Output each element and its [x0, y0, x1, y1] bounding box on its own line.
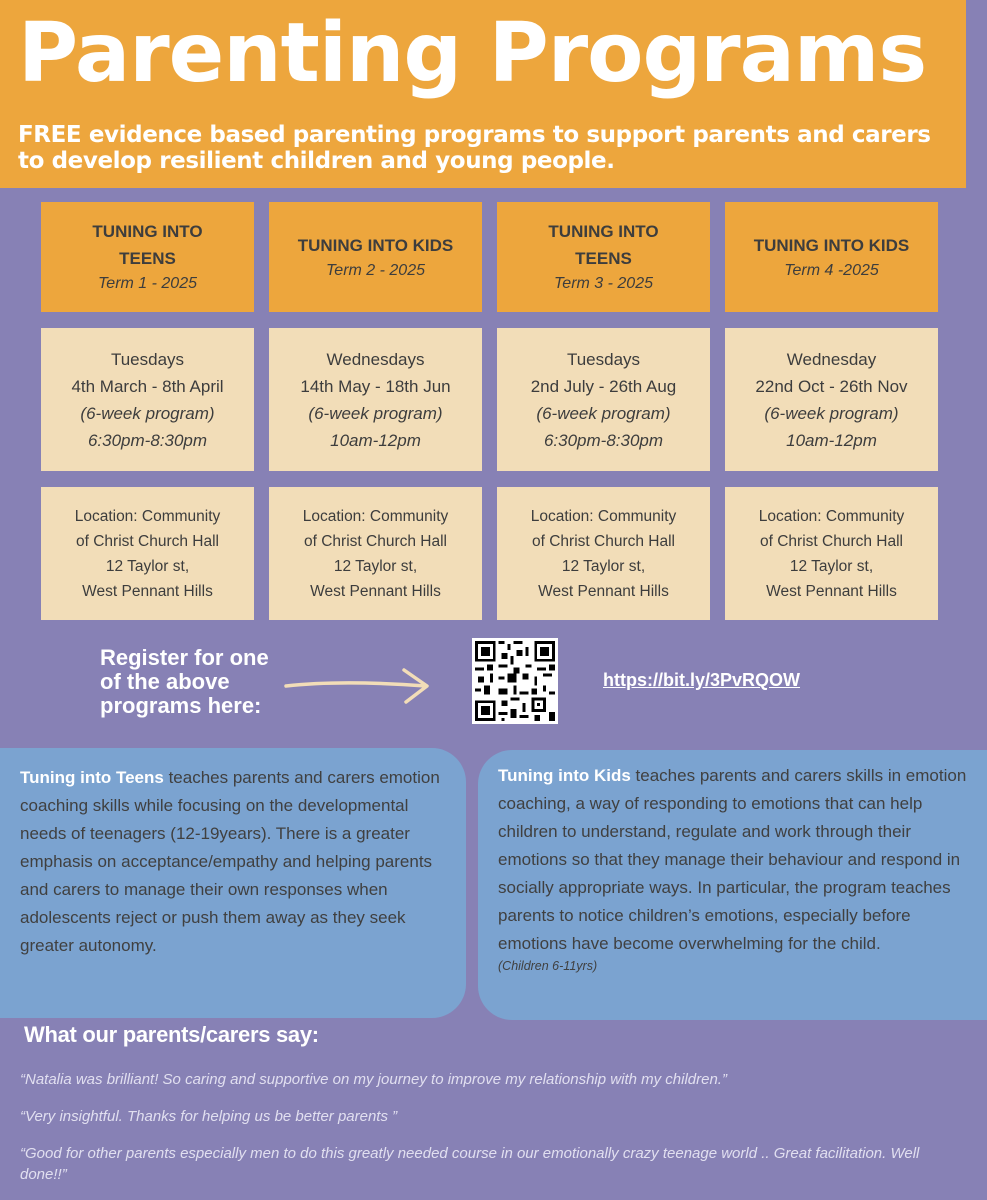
register-text: Register for one of the above programs h… — [100, 645, 269, 718]
program-schedule-2: Wednesdays 14th May - 18th Jun (6-week p… — [269, 328, 482, 471]
testimonial-quote-2: “Very insightful. Thanks for helping us … — [20, 1108, 398, 1125]
program-schedule-4: Wednesday 22nd Oct - 26th Nov (6-week pr… — [725, 328, 938, 471]
program-term: Term 1 - 2025 — [97, 275, 197, 292]
program-schedule-3: Tuesdays 2nd July - 26th Aug (6-week pro… — [497, 328, 710, 471]
program-header-4: TUNING INTO KIDS Term 4 -2025 — [725, 202, 938, 312]
schedule-length: (6-week program) — [764, 403, 899, 423]
schedule-time: 10am-12pm — [330, 430, 421, 450]
teens-description-body: teaches parents and carers emotion coach… — [20, 768, 440, 955]
schedule-length: (6-week program) — [536, 403, 671, 423]
arrow-right-icon — [284, 668, 429, 704]
program-term: Term 3 - 2025 — [553, 275, 653, 292]
schedule-dates: 4th March - 8th April — [71, 376, 224, 396]
schedule-dates: 2nd July - 26th Aug — [530, 376, 677, 396]
program-schedule-1: Tuesdays 4th March - 8th April (6-week p… — [41, 328, 254, 471]
schedule-length: (6-week program) — [80, 403, 215, 423]
program-location-4: Location: Community of Christ Church Hal… — [725, 487, 938, 620]
schedule-day: Tuesdays — [566, 349, 641, 369]
schedule-time: 6:30pm-8:30pm — [87, 430, 208, 450]
qr-code-icon — [472, 638, 558, 724]
qr-code[interactable] — [472, 638, 558, 724]
kids-description-panel: Tuning into Kids teaches parents and car… — [478, 750, 987, 1020]
program-term: Term 2 - 2025 — [325, 261, 425, 279]
schedule-dates: 14th May - 18th Jun — [300, 376, 451, 396]
schedule-length: (6-week program) — [308, 403, 443, 423]
program-header-2: TUNING INTO KIDS Term 2 - 2025 — [269, 202, 482, 312]
kids-description-lead: Tuning into Kids — [498, 766, 631, 785]
testimonial-quote-3: “Good for other parents especially men t… — [20, 1145, 920, 1183]
program-header-1: TUNING INTO TEENS Term 1 - 2025 — [41, 202, 254, 312]
schedule-dates: 22nd Oct - 26th Nov — [755, 376, 908, 396]
program-name: TUNING INTO TEENS — [92, 222, 203, 268]
schedule-day: Tuesdays — [110, 349, 185, 369]
program-term: Term 4 -2025 — [784, 261, 879, 279]
teens-description-lead: Tuning into Teens — [20, 768, 164, 787]
page-title: Parenting Programs — [18, 6, 927, 101]
teens-description-panel: Tuning into Teens teaches parents and ca… — [0, 748, 466, 1018]
register-link[interactable]: https://bit.ly/3PvRQOW — [603, 670, 801, 690]
schedule-day: Wednesday — [786, 349, 877, 369]
schedule-time: 10am-12pm — [786, 430, 877, 450]
kids-age-note: (Children 6-11yrs) — [498, 959, 598, 973]
kids-description-body: teaches parents and carers skills in emo… — [498, 766, 967, 953]
program-name: TUNING INTO KIDS — [753, 235, 910, 255]
testimonials-title: What our parents/carers say: — [24, 1022, 319, 1047]
program-location-1: Location: Community of Christ Church Hal… — [41, 487, 254, 620]
program-name: TUNING INTO TEENS — [548, 222, 659, 268]
header-banner: Parenting Programs FREE evidence based p… — [0, 0, 966, 188]
schedule-day: Wednesdays — [326, 349, 425, 369]
program-grid: TUNING INTO TEENS Term 1 - 2025 TUNING I… — [41, 202, 938, 620]
program-location-2: Location: Community of Christ Church Hal… — [269, 487, 482, 620]
program-name: TUNING INTO KIDS — [297, 235, 454, 255]
program-location-3: Location: Community of Christ Church Hal… — [497, 487, 710, 620]
program-header-3: TUNING INTO TEENS Term 3 - 2025 — [497, 202, 710, 312]
page-subtitle: FREE evidence based parenting programs t… — [18, 122, 931, 174]
testimonial-quote-1: “Natalia was brilliant! So caring and su… — [20, 1071, 727, 1088]
schedule-time: 6:30pm-8:30pm — [543, 430, 664, 450]
